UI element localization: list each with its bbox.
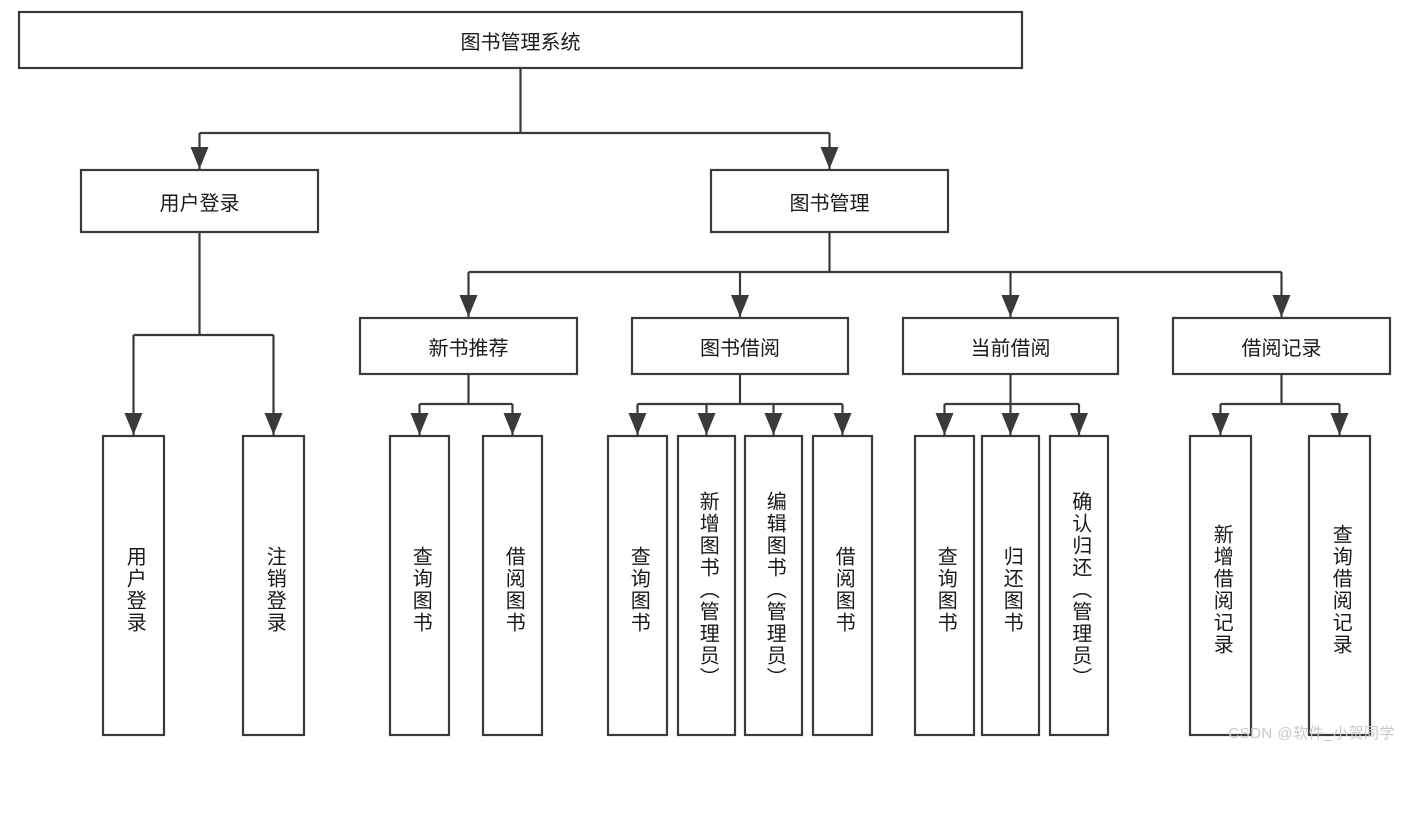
node-box-l7[interactable]	[743, 434, 804, 737]
arrow-head	[935, 413, 954, 435]
node-box-n-cur[interactable]	[901, 316, 1120, 376]
arrow-head	[820, 147, 839, 169]
arrow-head	[124, 413, 143, 435]
arrow-head	[1330, 413, 1349, 435]
arrow-head	[459, 295, 478, 317]
arrow-head	[731, 295, 749, 317]
node-box-l12[interactable]	[1188, 434, 1253, 737]
connector-group	[628, 374, 852, 435]
node-box-l1[interactable]	[101, 434, 166, 737]
arrow-head	[190, 147, 209, 169]
connector-group	[459, 232, 1291, 317]
arrow-head	[264, 413, 283, 435]
arrow-head	[628, 413, 647, 435]
connector-group	[190, 68, 839, 169]
arrow-head	[833, 413, 852, 435]
node-layer	[17, 10, 1392, 737]
node-box-l9[interactable]	[913, 434, 976, 737]
node-box-l5[interactable]	[606, 434, 669, 737]
node-box-n-bor[interactable]	[630, 316, 850, 376]
node-box-root[interactable]	[17, 10, 1024, 70]
arrow-head	[697, 413, 716, 435]
node-box-n-new[interactable]	[358, 316, 579, 376]
node-box-l8[interactable]	[811, 434, 874, 737]
node-box-l10[interactable]	[980, 434, 1041, 737]
arrow-head	[1070, 413, 1088, 435]
connector-layer	[124, 68, 1349, 435]
watermark-text: CSDN @软件_小贺同学	[1228, 725, 1395, 742]
node-box-l3[interactable]	[388, 434, 451, 737]
arrow-head	[1272, 295, 1291, 317]
arrow-head	[1001, 295, 1020, 317]
node-box-l13[interactable]	[1307, 434, 1372, 737]
node-box-l11[interactable]	[1048, 434, 1110, 737]
node-box-n-rec[interactable]	[1171, 316, 1392, 376]
connector-group	[1211, 374, 1349, 435]
node-box-n-user[interactable]	[79, 168, 320, 234]
flowchart-diagram: 图书管理系统用户登录图书管理新书推荐图书借阅当前借阅借阅记录用户登录注销登录查询…	[17, 10, 1395, 742]
arrow-head	[410, 413, 429, 435]
connector-group	[124, 232, 283, 435]
arrow-head	[1211, 413, 1230, 435]
node-box-l2[interactable]	[241, 434, 306, 737]
arrow-head	[1001, 413, 1020, 435]
arrow-head	[503, 413, 522, 435]
node-box-n-book[interactable]	[709, 168, 950, 234]
connector-group	[410, 374, 522, 435]
node-box-l6[interactable]	[676, 434, 737, 737]
diagram-canvas	[17, 10, 1392, 737]
arrow-head	[764, 413, 783, 435]
connector-group	[935, 374, 1088, 435]
node-box-l4[interactable]	[481, 434, 544, 737]
